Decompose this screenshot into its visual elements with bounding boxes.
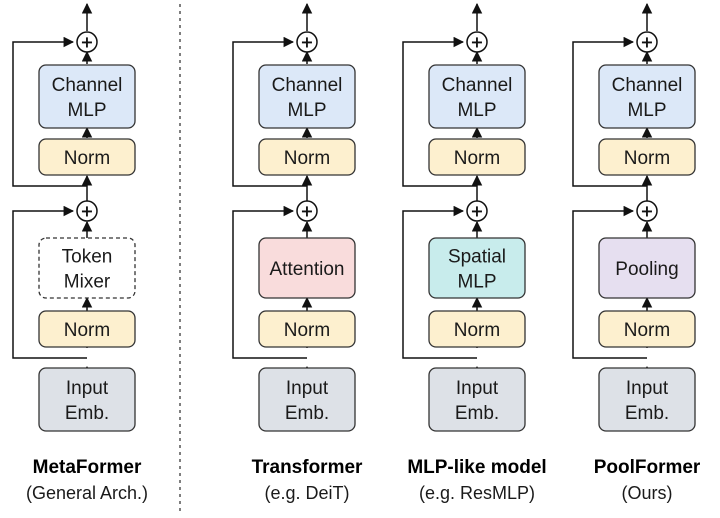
plus-symbol: +	[80, 202, 93, 221]
input-emb-box-label: Input	[626, 378, 669, 399]
token-mixer-box-label: Pooling	[615, 259, 678, 280]
token-mixer-box-label: MLP	[457, 272, 496, 293]
token-mixer-box: Attention	[258, 237, 356, 299]
residual-add: +	[76, 31, 98, 53]
input-emb-box-label: Emb.	[625, 403, 669, 424]
residual-connection	[232, 36, 307, 187]
channel-mlp-box-label: MLP	[287, 100, 326, 121]
norm-box-label: Norm	[454, 320, 500, 341]
token-mixer-box-label: Token	[62, 247, 113, 268]
residual-add: +	[636, 200, 658, 222]
norm-box: Norm	[258, 310, 356, 348]
channel-mlp-box-label: MLP	[627, 100, 666, 121]
plus-symbol: +	[80, 33, 93, 52]
channel-mlp-box-label: MLP	[457, 100, 496, 121]
column-subtitle: (Ours)	[622, 483, 673, 503]
channel-mlp-box-label: Channel	[272, 75, 343, 96]
plus-symbol: +	[640, 33, 653, 52]
residual-add: +	[466, 200, 488, 222]
token-mixer-box: Pooling	[598, 237, 696, 299]
column-title: PoolFormer	[594, 457, 701, 478]
token-mixer-box-label: Attention	[270, 259, 345, 280]
residual-add: +	[296, 200, 318, 222]
column-metaformer: InputEmb.NormTokenMixerNormChannelMLP++M…	[12, 2, 148, 503]
input-emb-box-label: Input	[66, 378, 109, 399]
input-emb-box-label: Input	[286, 378, 329, 399]
residual-add: +	[466, 31, 488, 53]
norm-box: Norm	[258, 138, 356, 176]
residual-connection	[12, 36, 87, 187]
residual-connection	[402, 36, 477, 187]
residual-connection	[232, 205, 307, 359]
input-emb-box-label: Input	[456, 378, 499, 399]
input-emb-box-label: Emb.	[285, 403, 329, 424]
plus-symbol: +	[470, 202, 483, 221]
norm-box-label: Norm	[624, 148, 670, 169]
token-mixer-box-label: Mixer	[64, 272, 111, 293]
column-subtitle: (e.g. ResMLP)	[419, 483, 535, 503]
norm-box-label: Norm	[454, 148, 500, 169]
norm-box-label: Norm	[64, 148, 110, 169]
plus-symbol: +	[300, 33, 313, 52]
plus-symbol: +	[640, 202, 653, 221]
norm-box-label: Norm	[284, 320, 330, 341]
column-title: MetaFormer	[33, 457, 142, 478]
channel-mlp-box-label: MLP	[67, 100, 106, 121]
norm-box: Norm	[598, 138, 696, 176]
norm-box-label: Norm	[64, 320, 110, 341]
column-poolformer: InputEmb.NormPoolingNormChannelMLP++Pool…	[572, 2, 701, 503]
norm-box: Norm	[598, 310, 696, 348]
channel-mlp-box-label: Channel	[612, 75, 683, 96]
residual-connection	[572, 205, 647, 359]
norm-box: Norm	[38, 138, 136, 176]
norm-box: Norm	[428, 310, 526, 348]
norm-box: Norm	[38, 310, 136, 348]
norm-box-label: Norm	[624, 320, 670, 341]
column-title: Transformer	[252, 457, 363, 478]
column-title: MLP-like model	[407, 457, 546, 478]
channel-mlp-box-label: Channel	[52, 75, 123, 96]
norm-box-label: Norm	[284, 148, 330, 169]
column-mlp-like: InputEmb.NormSpatialMLPNormChannelMLP++M…	[402, 2, 547, 503]
column-transformer: InputEmb.NormAttentionNormChannelMLP++Tr…	[232, 2, 363, 503]
residual-add: +	[76, 200, 98, 222]
token-mixer-box-label: Spatial	[448, 247, 506, 268]
residual-connection	[402, 205, 477, 359]
channel-mlp-box-label: Channel	[442, 75, 513, 96]
residual-connection	[12, 205, 87, 359]
plus-symbol: +	[470, 33, 483, 52]
column-subtitle: (General Arch.)	[26, 483, 148, 503]
residual-add: +	[636, 31, 658, 53]
input-emb-box-label: Emb.	[65, 403, 109, 424]
residual-connection	[572, 36, 647, 187]
input-emb-box-label: Emb.	[455, 403, 499, 424]
column-subtitle: (e.g. DeiT)	[264, 483, 349, 503]
plus-symbol: +	[300, 202, 313, 221]
residual-add: +	[296, 31, 318, 53]
norm-box: Norm	[428, 138, 526, 176]
